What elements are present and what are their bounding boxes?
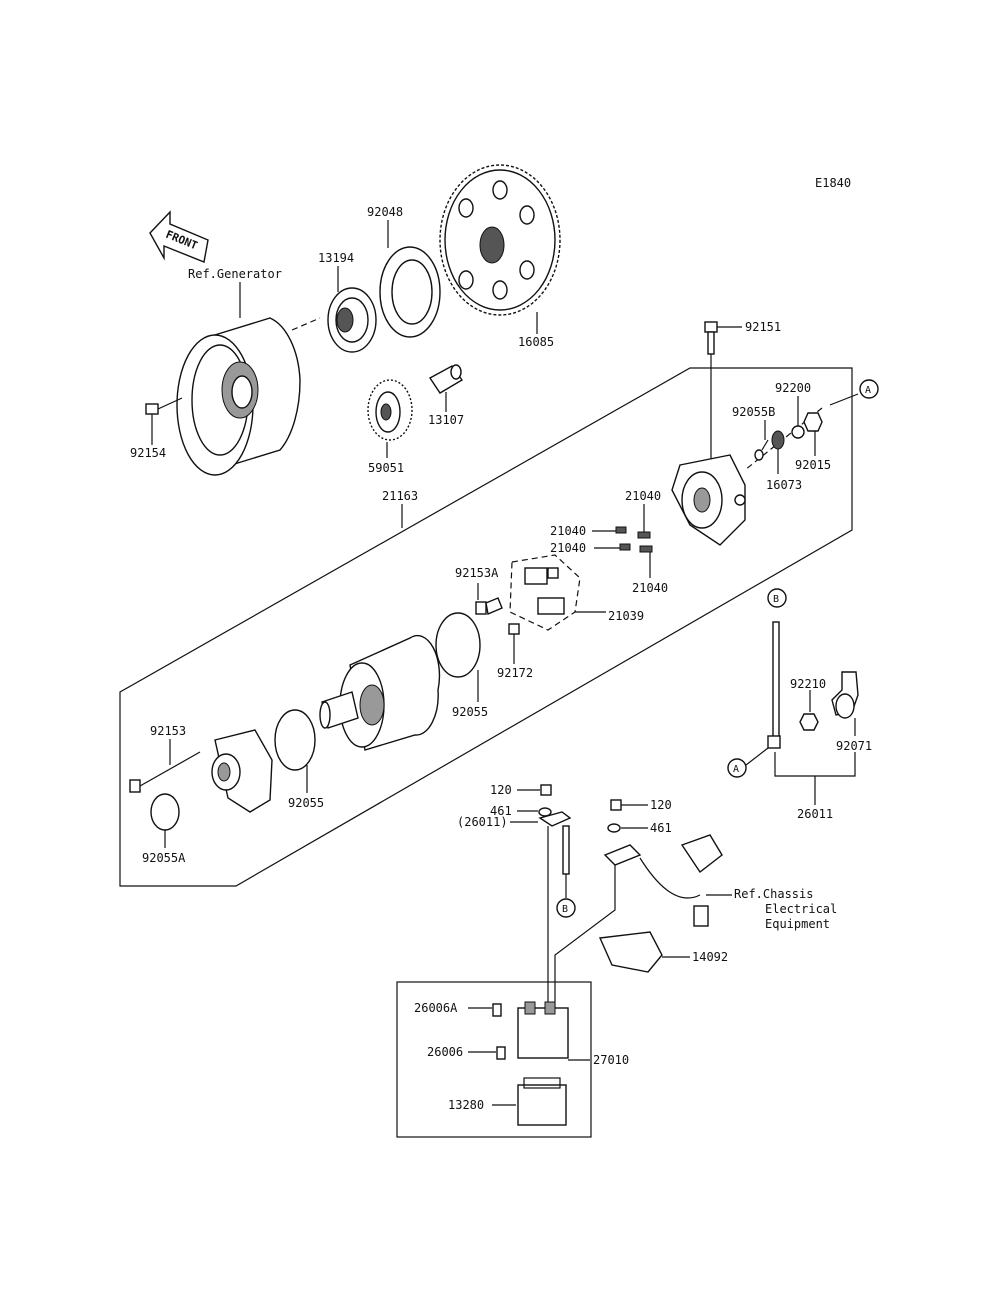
fuse-26006-part xyxy=(496,1046,506,1060)
label-13194: 13194 xyxy=(318,251,354,265)
label-21040-a: 21040 xyxy=(625,489,661,503)
brush-spring-21040-part xyxy=(615,526,653,553)
holder-92048-part xyxy=(379,246,441,338)
label-21040-d: 21040 xyxy=(632,581,668,595)
washer-461-right-part xyxy=(607,823,621,833)
label-16073: 16073 xyxy=(766,478,802,492)
ref-generator-label: Ref.Generator xyxy=(188,267,282,281)
svg-text:B: B xyxy=(773,594,779,605)
washer-92200-part xyxy=(791,425,805,439)
cable-26011-ref-part xyxy=(538,811,572,875)
label-92172: 92172 xyxy=(497,666,533,680)
end-cover-part xyxy=(671,454,746,546)
bolt-92151-part xyxy=(704,321,718,355)
bolt-92153-part xyxy=(129,751,201,793)
label-461-left: 461 xyxy=(490,804,512,818)
label-26006A: 26006A xyxy=(414,1001,458,1015)
starter-assembly-outline xyxy=(119,367,853,887)
label-120-left: 120 xyxy=(490,783,512,797)
shaft-13107-part xyxy=(428,364,464,394)
nut-92015-part xyxy=(803,412,823,432)
label-92055-lower: 92055 xyxy=(288,796,324,810)
relay-cover-14092-part xyxy=(598,931,663,973)
label-461-right: 461 xyxy=(650,821,672,835)
oring-92055-lower-part xyxy=(274,709,316,771)
oring-92055A-part xyxy=(150,793,180,831)
front-cover-part xyxy=(211,729,273,813)
label-21039: 21039 xyxy=(608,609,644,623)
nut-16073-part xyxy=(771,430,785,450)
ref-chassis-line2: Electrical xyxy=(765,902,837,916)
bolt-120-left-part xyxy=(540,784,552,796)
label-92015: 92015 xyxy=(795,458,831,472)
diagram-code: E1840 xyxy=(815,176,851,190)
label-92153: 92153 xyxy=(150,724,186,738)
callout-b-right: B xyxy=(767,588,787,608)
callout-b-lower: B xyxy=(556,898,576,918)
ref-chassis-line1: Ref.Chassis xyxy=(734,887,813,901)
fuse-26006A-part xyxy=(492,1003,502,1017)
relay-case-13280-part xyxy=(517,1077,567,1126)
label-13107: 13107 xyxy=(428,413,464,427)
idle-gear-59051-part xyxy=(367,379,413,441)
label-21040-b: 21040 xyxy=(550,524,586,538)
label-92153A: 92153A xyxy=(455,566,499,580)
callout-a-top: A xyxy=(859,379,879,399)
callout-a-lower: A xyxy=(727,758,747,778)
label-92200: 92200 xyxy=(775,381,811,395)
label-27010: 27010 xyxy=(593,1053,629,1067)
label-59051: 59051 xyxy=(368,461,404,475)
cable-26011-part xyxy=(767,621,781,749)
label-21163: 21163 xyxy=(382,489,418,503)
label-120-right: 120 xyxy=(650,798,672,812)
starter-relay-27010-part xyxy=(517,1001,569,1059)
label-92055A: 92055A xyxy=(142,851,186,865)
lead-harness-part xyxy=(603,834,723,927)
generator-rotor-part xyxy=(176,317,321,476)
label-16085: 16085 xyxy=(518,335,554,349)
one-way-clutch-13194-part xyxy=(327,287,377,353)
label-26006: 26006 xyxy=(427,1045,463,1059)
label-92210: 92210 xyxy=(790,677,826,691)
front-arrow-icon: FRONT xyxy=(149,210,209,263)
starter-gear-16085-part xyxy=(439,164,561,316)
label-14092: 14092 xyxy=(692,950,728,964)
label-92154: 92154 xyxy=(130,446,166,460)
label-92055-upper: 92055 xyxy=(452,705,488,719)
label-26011-ref: (26011) xyxy=(457,815,508,829)
oring-92055B-part xyxy=(754,449,764,461)
screw-92153A-part xyxy=(475,597,503,615)
oring-92055-upper-part xyxy=(435,612,481,678)
label-13280: 13280 xyxy=(448,1098,484,1112)
relay-assembly-outline xyxy=(396,981,592,1138)
cap-92071-part xyxy=(831,671,859,719)
label-26011: 26011 xyxy=(797,807,833,821)
label-92151: 92151 xyxy=(745,320,781,334)
label-92071: 92071 xyxy=(836,739,872,753)
label-92048: 92048 xyxy=(367,205,403,219)
nut-92210-part xyxy=(799,713,819,731)
svg-text:A: A xyxy=(865,385,871,396)
label-92055B: 92055B xyxy=(732,405,775,419)
screw-92172-part xyxy=(508,623,520,635)
starter-yoke-part xyxy=(319,634,441,751)
svg-text:A: A xyxy=(733,764,739,775)
svg-text:B: B xyxy=(562,904,568,915)
bolt-120-right-part xyxy=(610,799,622,811)
brush-holder-21039-part xyxy=(509,554,581,631)
label-21040-c: 21040 xyxy=(550,541,586,555)
ref-chassis-line3: Equipment xyxy=(765,917,830,931)
